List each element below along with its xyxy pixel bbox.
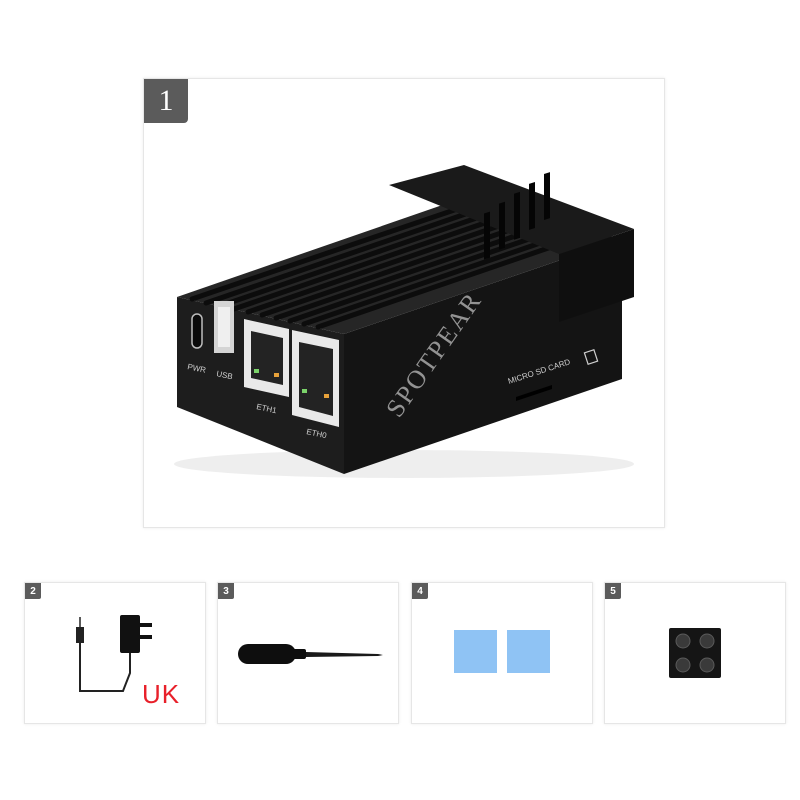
eth1-label: ETH1 xyxy=(256,402,278,415)
panel-number-badge: 1 xyxy=(144,79,188,123)
eth0-label: ETH0 xyxy=(306,427,328,440)
thumbnail-power-adapter: 2 xyxy=(24,582,206,724)
thumbnail-rubber-feet: 5 xyxy=(604,582,786,724)
screwdriver-icon xyxy=(238,644,383,664)
router-enclosure-image: MICRO SD CARD PWR USB ETH1 ETH0 SPOTPEAR xyxy=(174,165,634,478)
usb-label: USB xyxy=(216,369,234,381)
uk-plug-label: UK xyxy=(142,679,181,709)
rubber-feet-icon xyxy=(669,628,721,678)
thumbnail-number-badge: 2 xyxy=(25,583,41,599)
thermal-pad xyxy=(507,630,550,673)
power-adapter-icon xyxy=(76,615,152,692)
thermal-pad xyxy=(454,630,497,673)
thumbnail-number-badge: 3 xyxy=(218,583,234,599)
thumbnail-number-badge: 5 xyxy=(605,583,621,599)
pwr-label: PWR xyxy=(187,362,207,375)
main-product-panel: 1 xyxy=(143,78,665,528)
thumbnail-screwdriver: 3 xyxy=(217,582,399,724)
thumbnail-thermal-pads: 4 xyxy=(411,582,593,724)
thumbnail-number-badge: 4 xyxy=(412,583,428,599)
